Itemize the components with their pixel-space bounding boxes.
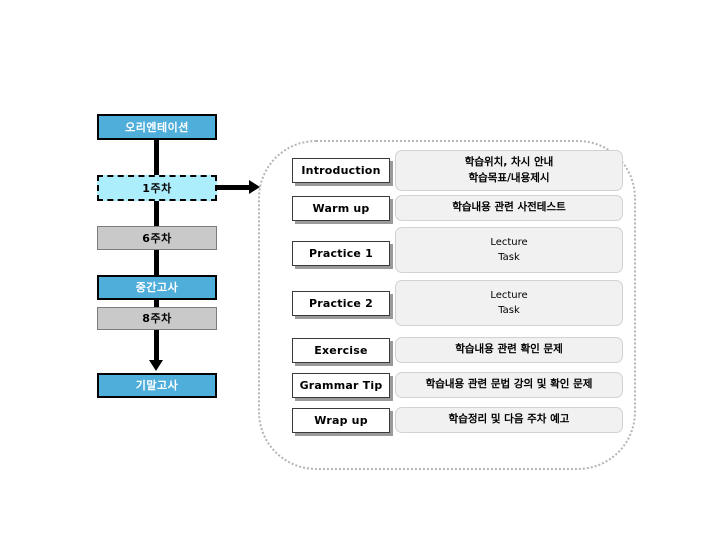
description-text: Lecture Task [490, 237, 528, 263]
arrow-head-week1-to-modules [249, 180, 260, 194]
module-box-exercise[interactable]: Exercise [292, 338, 390, 363]
module-box-practice-2[interactable]: Practice 2 [292, 291, 390, 316]
description-text: 학습내용 관련 확인 문제 [455, 343, 563, 356]
description-text: 학습위치, 차시 안내 학습목표/내용제시 [464, 156, 554, 184]
connector-orientation-to-week1 [154, 140, 159, 175]
flow-node-week-8[interactable]: 8주차 [97, 307, 217, 330]
flow-node-label: 6주차 [142, 231, 172, 245]
description-box-warm-up: 학습내용 관련 사전테스트 [395, 195, 623, 221]
module-box-label: Wrap up [314, 414, 368, 427]
module-box-practice-1[interactable]: Practice 1 [292, 241, 390, 266]
module-group-container [258, 140, 636, 470]
module-box-label: Warm up [312, 202, 370, 215]
module-box-wrap-up[interactable]: Wrap up [292, 408, 390, 433]
flow-node-midterm-exam[interactable]: 중간고사 [97, 275, 217, 300]
module-box-label: Practice 1 [309, 247, 373, 260]
arrow-head-week8-to-final [149, 360, 163, 371]
connector-week1-to-week6 [154, 201, 159, 226]
description-text: 학습정리 및 다음 주차 예고 [448, 413, 570, 426]
module-box-label: Practice 2 [309, 297, 373, 310]
description-box-practice-1: Lecture Task [395, 227, 623, 273]
module-box-label: Grammar Tip [299, 379, 383, 392]
description-box-grammar-tip: 학습내용 관련 문법 강의 및 확인 문제 [395, 372, 623, 398]
description-text: 학습내용 관련 문법 강의 및 확인 문제 [425, 378, 593, 391]
connector-week6-to-midterm [154, 250, 159, 275]
flow-node-week-1[interactable]: 1주차 [97, 175, 217, 201]
flow-node-label: 기말고사 [135, 379, 179, 392]
module-box-warm-up[interactable]: Warm up [292, 196, 390, 221]
description-box-exercise: 학습내용 관련 확인 문제 [395, 337, 623, 363]
module-box-label: Introduction [301, 164, 381, 177]
flow-node-final-exam[interactable]: 기말고사 [97, 373, 217, 398]
description-box-wrap-up: 학습정리 및 다음 주차 예고 [395, 407, 623, 433]
module-box-grammar-tip[interactable]: Grammar Tip [292, 373, 390, 398]
flow-node-label: 8주차 [142, 312, 172, 325]
connector-midterm-to-week8 [154, 300, 159, 307]
module-box-introduction[interactable]: Introduction [292, 158, 390, 183]
description-box-practice-2: Lecture Task [395, 280, 623, 326]
flow-node-label: 오리엔테이션 [125, 120, 189, 134]
flow-node-orientation[interactable]: 오리엔테이션 [97, 114, 217, 140]
flow-node-label: 중간고사 [135, 281, 179, 294]
description-text: 학습내용 관련 사전테스트 [452, 201, 566, 214]
module-box-label: Exercise [314, 344, 368, 357]
flow-node-week-6[interactable]: 6주차 [97, 226, 217, 250]
connector-week8-to-final [154, 330, 159, 362]
description-box-introduction: 학습위치, 차시 안내 학습목표/내용제시 [395, 150, 623, 191]
description-text: Lecture Task [490, 290, 528, 316]
arrow-line-week1-to-modules [217, 185, 249, 190]
flow-node-label: 1주차 [142, 181, 172, 195]
